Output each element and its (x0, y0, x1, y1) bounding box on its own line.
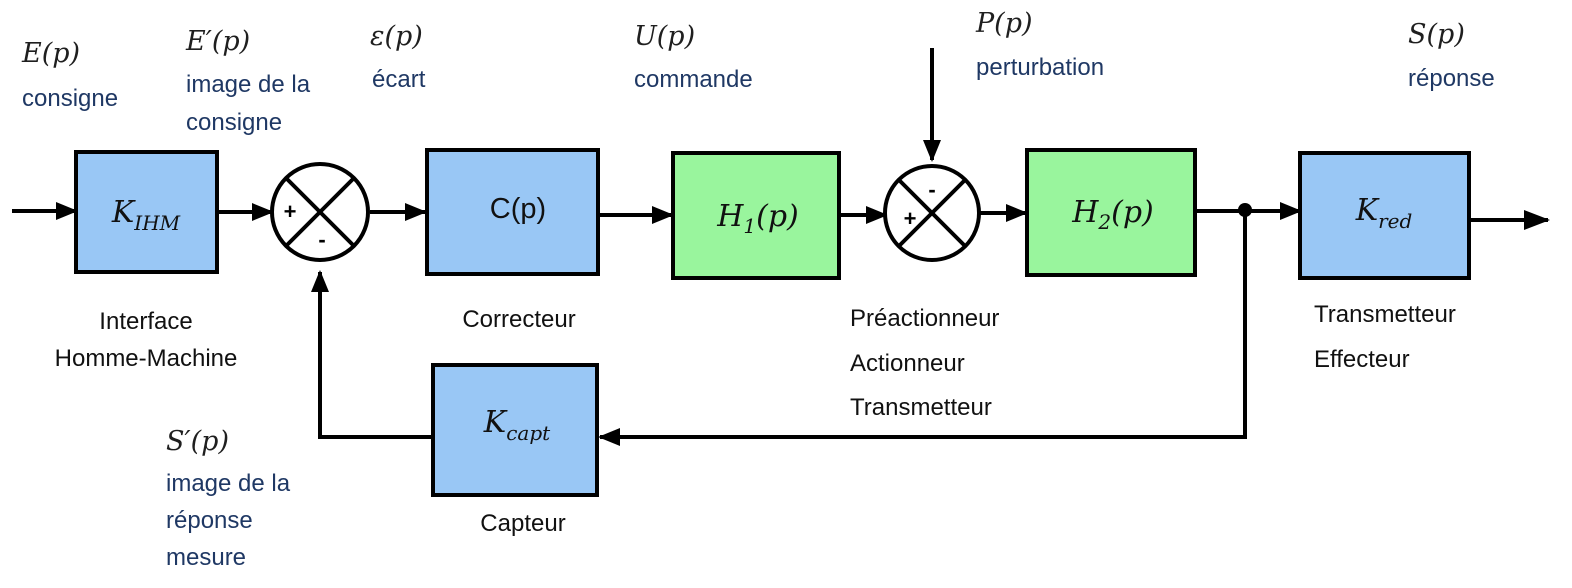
caption-kred-line-2: Effecteur (1314, 346, 1410, 373)
block-h2-box (1025, 148, 1197, 277)
signal-output-desc: réponse (1408, 65, 1495, 92)
disturbance-plus-sign: + (904, 206, 917, 231)
block-h1: H1(p) (671, 151, 841, 280)
caption-kred: Transmetteur Effecteur (1314, 301, 1456, 373)
signal-measure-desc-1: image de la (166, 470, 291, 497)
wire-feedback-to-comparator (311, 270, 433, 439)
takeoff-point (1238, 203, 1252, 217)
caption-h2-line-2: Actionneur (850, 350, 965, 377)
disturbance-minus-sign: - (928, 177, 935, 202)
caption-ihm: Interface Homme-Machine (55, 308, 238, 372)
signal-measure: S′(p) image de la réponse mesure (166, 426, 291, 571)
signal-command: U(p) commande (634, 21, 753, 93)
signal-consign-image: E′(p) image de la consigne (185, 26, 311, 136)
caption-correcteur: Correcteur (462, 306, 575, 333)
block-correcteur-box (425, 148, 600, 276)
caption-kred-line-1: Transmetteur (1314, 301, 1456, 328)
signal-input-name: E(p) (21, 38, 80, 69)
comparator-plus-sign: + (284, 199, 297, 224)
signal-consign-image-name: E′(p) (185, 26, 250, 57)
signal-measure-name: S′(p) (166, 426, 229, 457)
signal-measure-desc-3: mesure (166, 544, 246, 571)
comparator-minus-sign: - (318, 227, 325, 252)
caption-h2-line-1: Préactionneur (850, 305, 999, 332)
block-ihm: KIHM (74, 150, 219, 274)
block-h1-box (671, 151, 841, 280)
caption-kcapt: Capteur (480, 510, 565, 537)
block-ihm-label: KIHM (111, 195, 181, 235)
comparator-summer: + - (270, 162, 370, 262)
signal-output: S(p) réponse (1408, 19, 1495, 92)
block-kred: Kred (1298, 151, 1471, 280)
signal-error-name: ε(p) (370, 21, 423, 52)
caption-ihm-line-1: Interface (99, 308, 192, 335)
signal-command-name: U(p) (634, 21, 695, 52)
comparator-cross-b (284, 176, 356, 248)
signal-disturbance: P(p) perturbation (975, 8, 1104, 81)
signal-disturbance-desc: perturbation (976, 54, 1104, 81)
signal-error: ε(p) écart (370, 21, 426, 93)
block-kred-box (1298, 151, 1471, 280)
signal-output-name: S(p) (1408, 19, 1465, 50)
signal-measure-desc-2: réponse (166, 507, 253, 534)
block-correcteur: C(p) (425, 148, 600, 276)
disturbance-summer: - + (883, 164, 981, 262)
block-kcapt-label: Kcapt (483, 405, 551, 445)
block-correcteur-label: C(p) (490, 193, 546, 225)
signal-wires (12, 48, 1550, 446)
block-kred-label: Kred (1355, 193, 1413, 233)
block-kcapt: Kcapt (431, 363, 599, 497)
signal-consign-image-desc-1: image de la (186, 71, 311, 98)
block-kcapt-box (431, 363, 599, 497)
caption-h2-line-3: Transmetteur (850, 394, 992, 421)
signal-command-desc: commande (634, 66, 753, 93)
block-h2: H2(p) (1025, 148, 1197, 277)
signal-consign-image-desc-2: consigne (186, 109, 282, 136)
disturbance-cross-b (896, 177, 968, 249)
signal-input-desc: consigne (22, 85, 118, 112)
block-h2-label: H2(p) (1071, 195, 1154, 234)
wire-feedback-return (598, 210, 1247, 446)
signal-input: E(p) consigne (21, 38, 118, 112)
block-ihm-box (74, 150, 219, 274)
caption-h2: Préactionneur Actionneur Transmetteur (850, 305, 999, 421)
block-h1-label: H1(p) (716, 199, 799, 238)
signal-error-desc: écart (372, 66, 426, 93)
caption-ihm-line-2: Homme-Machine (55, 345, 238, 372)
signal-disturbance-name: P(p) (975, 8, 1033, 39)
